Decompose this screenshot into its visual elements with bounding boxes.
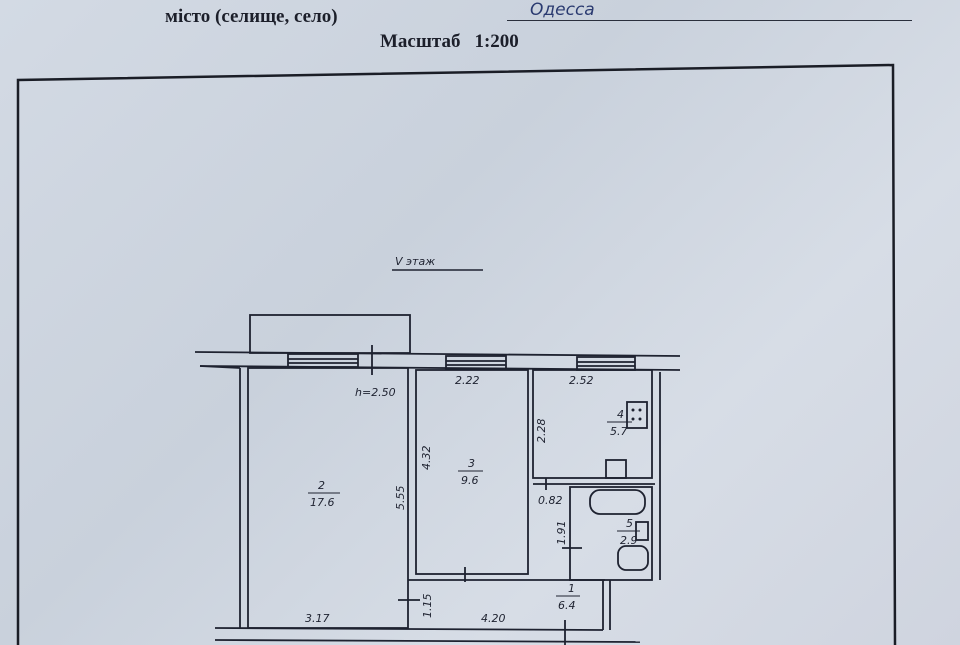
room-1: 1 6.4 [556,582,580,612]
scale-field: Масштаб 1:200 [380,31,519,53]
dimension-label: 1.15 [421,594,434,619]
dimension-label: 3.17 [305,612,330,625]
room-number: 2 [318,479,325,492]
scale-label: Масштаб [380,31,461,52]
dimension-label: 5.55 [394,486,407,511]
room-number: 4 [617,408,624,421]
room-area: 2.9 [620,534,638,547]
ceiling-height: h=2.50 [355,386,396,399]
dimension-label: 2.22 [455,374,480,387]
dimension-label: 2.52 [569,374,594,387]
room-number: 3 [468,457,475,470]
city-label: місто (селище, село) [165,6,338,27]
room-area: 6.4 [558,599,576,612]
room-5: 5 2.9 [617,517,640,547]
walls [194,314,681,645]
room-area: 9.6 [461,474,479,487]
dimension-label: 4.32 [420,446,433,471]
room-number: 5 [626,517,633,530]
dimension-label: 1.91 [555,521,568,546]
page-frame [16,63,897,645]
stove-icon [631,408,642,421]
floor-label: V этаж [395,255,435,268]
dimension-label: 0.82 [538,494,563,507]
room-number: 1 [568,582,575,595]
room-2: 2 17.6 [308,479,340,509]
city-field: місто (селище, село) Одесса [165,0,912,28]
dimension-label: 4.20 [481,612,506,625]
scale-value: 1:200 [474,31,519,52]
dimension-label: 2.28 [535,419,548,444]
room-4: 4 5.7 [607,408,632,438]
room-area: 5.7 [610,425,628,438]
city-value: Одесса [530,0,595,20]
city-underline [507,20,912,21]
room-3: 3 9.6 [458,457,483,487]
room-area: 17.6 [310,496,335,509]
